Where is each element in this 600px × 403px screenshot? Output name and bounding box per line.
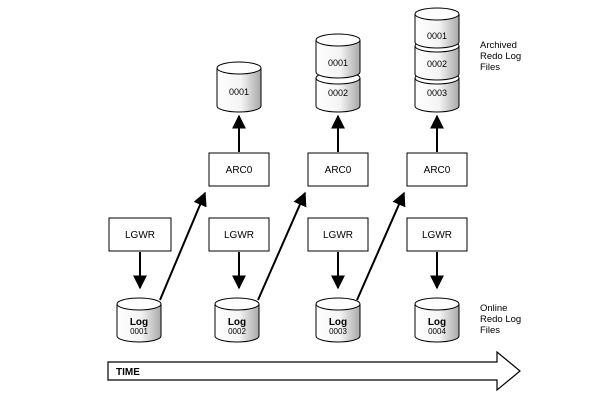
svg-text:Redo Log: Redo Log — [480, 314, 521, 325]
online-log-cylinder: Log 0004 — [414, 297, 460, 343]
svg-text:LGWR: LGWR — [125, 230, 155, 241]
svg-text:Online: Online — [480, 303, 507, 314]
svg-text:Log: Log — [130, 317, 148, 328]
svg-text:0001: 0001 — [130, 327, 148, 336]
arc0-process-box: ARC0 — [406, 152, 468, 187]
archived-files-group-1: 0001 — [216, 61, 262, 113]
online-log-cylinder: Log 0003 — [315, 297, 361, 343]
svg-text:0003: 0003 — [329, 327, 347, 336]
svg-text:Archived: Archived — [480, 40, 517, 51]
archived-log-cylinder: 0001 — [315, 33, 361, 79]
archived-log-number: 0003 — [427, 88, 447, 98]
lgwr-process-box: LGWR — [307, 217, 369, 252]
archived-log-number: 0001 — [229, 87, 249, 97]
lgwr-process-box: LGWR — [406, 217, 468, 252]
online-log-cylinder: Log 0001 — [116, 297, 162, 343]
svg-text:Files: Files — [480, 325, 500, 336]
time-arrow: TIME — [107, 350, 521, 392]
online-redo-log-files-label: Online Redo Log Files — [480, 303, 521, 336]
svg-text:ARC0: ARC0 — [226, 165, 253, 176]
archived-log-number: 0001 — [328, 58, 348, 68]
arc0-process-box: ARC0 — [307, 152, 369, 187]
svg-text:LGWR: LGWR — [422, 230, 452, 241]
archived-log-number: 0002 — [427, 59, 447, 69]
svg-text:Files: Files — [480, 62, 500, 73]
lgwr-process-box: LGWR — [108, 217, 172, 252]
svg-text:0002: 0002 — [228, 327, 246, 336]
svg-text:Log: Log — [428, 317, 446, 328]
log-to-arc-arrow — [159, 191, 207, 301]
svg-text:Redo Log: Redo Log — [480, 51, 521, 62]
archived-log-number: 0001 — [427, 31, 447, 41]
archived-redo-log-files-label: Archived Redo Log Files — [480, 40, 521, 73]
svg-text:ARC0: ARC0 — [424, 165, 451, 176]
arc0-process-box: ARC0 — [208, 152, 270, 187]
log-to-arc-arrow — [356, 191, 406, 301]
svg-text:0004: 0004 — [428, 327, 446, 336]
log-to-arc-arrow — [257, 191, 307, 301]
archived-log-cylinder: 0001 — [414, 7, 460, 49]
lgwr-process-box: LGWR — [208, 217, 270, 252]
svg-text:LGWR: LGWR — [224, 230, 254, 241]
svg-text:ARC0: ARC0 — [325, 165, 352, 176]
archived-files-group-3: 0003 0002 0001 — [414, 7, 460, 113]
svg-text:Log: Log — [329, 317, 347, 328]
archived-files-group-2: 0002 0001 — [315, 33, 361, 113]
archived-log-number: 0002 — [328, 88, 348, 98]
svg-text:Log: Log — [228, 317, 246, 328]
time-label: TIME — [116, 367, 140, 378]
svg-text:LGWR: LGWR — [323, 230, 353, 241]
online-log-cylinder: Log 0002 — [214, 297, 260, 343]
archived-log-cylinder: 0001 — [216, 61, 262, 113]
